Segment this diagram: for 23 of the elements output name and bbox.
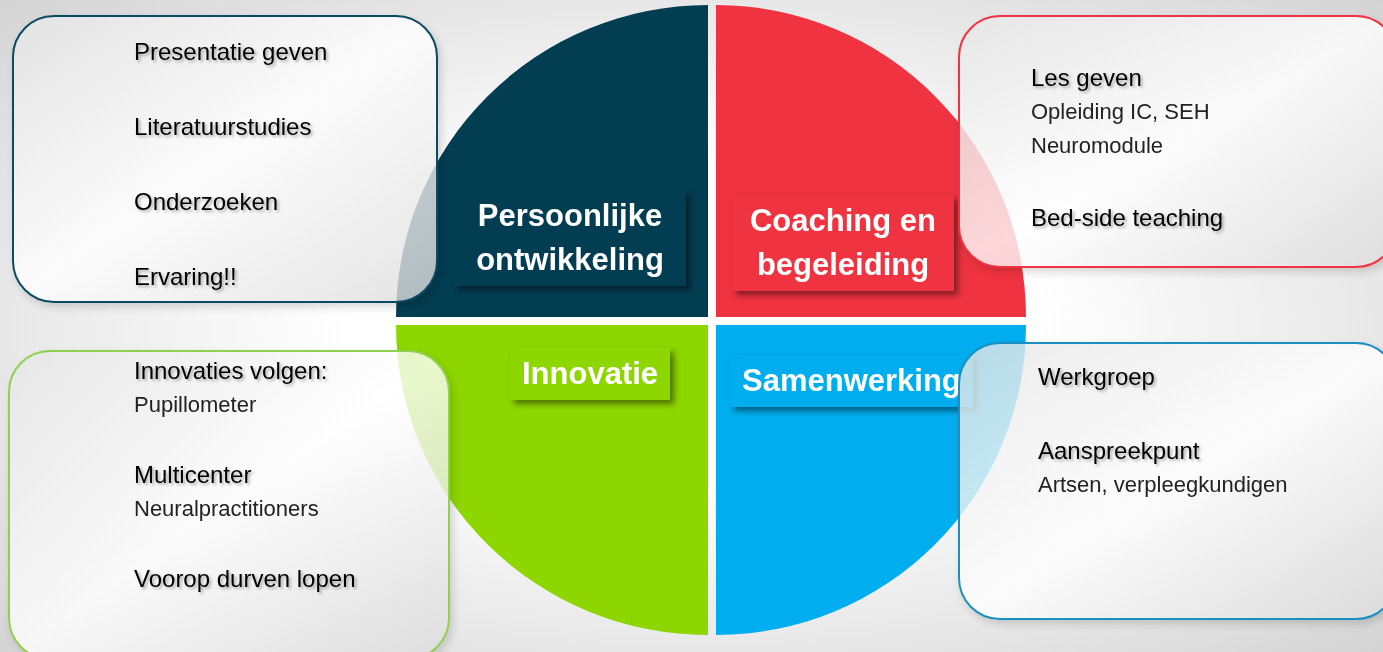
item-heading: Multicenter: [134, 460, 252, 490]
detail-text: Neuralpractitioners: [134, 495, 319, 523]
rounded-box: [958, 15, 1383, 268]
item-heading: Les geven: [1031, 63, 1142, 93]
rounded-box: [8, 350, 450, 652]
item-heading: Voorop durven lopen: [134, 564, 356, 594]
item-heading: Innovaties volgen:: [134, 356, 328, 386]
item-heading: Bed-side teaching: [1031, 203, 1224, 233]
rounded-box: [12, 15, 438, 303]
quadrant-label: Innovatie: [510, 348, 671, 400]
item-heading: Ervaring!!: [134, 262, 237, 292]
detail-text: Opleiding IC, SEH: [1031, 98, 1210, 126]
item-heading: Aanspreekpunt: [1038, 436, 1200, 466]
quadrant-label: Coaching en begeleiding: [732, 195, 954, 291]
detail-text: Artsen, verpleegkundigen: [1038, 471, 1288, 499]
detail-text: Pupillometer: [134, 391, 257, 419]
rounded-box: [958, 342, 1383, 620]
item-heading: Werkgroep: [1038, 362, 1155, 392]
item-heading: Literatuurstudies: [134, 112, 312, 142]
item-heading: Presentatie geven: [134, 37, 328, 67]
detail-text: Neuromodule: [1031, 132, 1164, 160]
quadrant-label: Persoonlijke ontwikkeling: [454, 190, 686, 286]
item-heading: Onderzoeken: [134, 187, 279, 217]
